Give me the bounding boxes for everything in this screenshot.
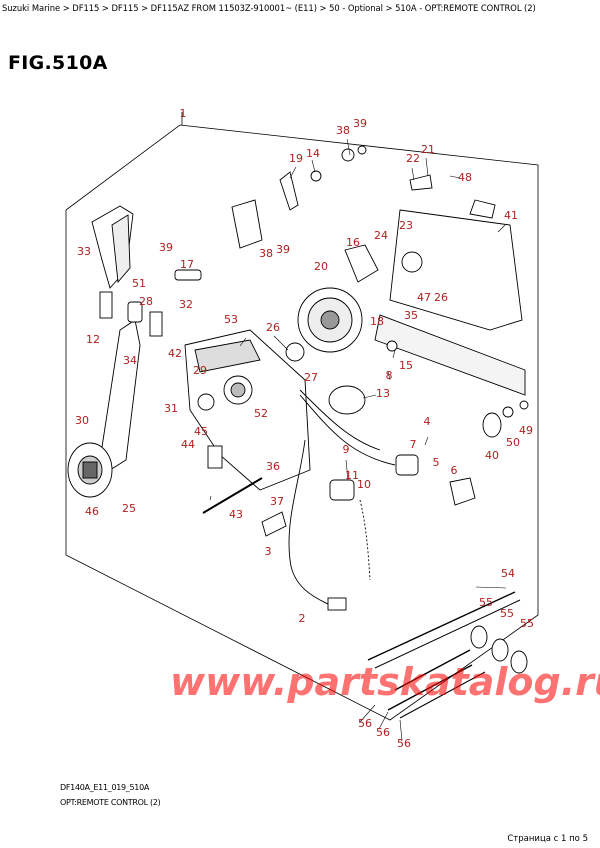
callout-17: 17 bbox=[180, 258, 194, 271]
callout-30: 30 bbox=[75, 414, 89, 427]
callout-56: 56 bbox=[358, 717, 372, 730]
callout-leaders bbox=[209, 138, 507, 742]
callout-25: 25 bbox=[122, 502, 136, 515]
callout-50: 50 bbox=[506, 436, 520, 449]
callout-8: 8 bbox=[386, 369, 393, 382]
callout-1: 1 bbox=[180, 107, 187, 120]
callout-21: 21 bbox=[421, 143, 435, 156]
callout-36: 36 bbox=[266, 460, 280, 473]
callout-38b: 38 bbox=[259, 247, 273, 260]
callout-2: 2 bbox=[299, 612, 306, 625]
callout-37: 37 bbox=[270, 495, 284, 508]
diagram-code: DF140A_E11_019_510A bbox=[60, 783, 150, 792]
diagram-name: OPT:REMOTE CONTROL (2) bbox=[60, 798, 161, 807]
callout-39b: 39 bbox=[159, 241, 173, 254]
callout-24: 24 bbox=[374, 229, 388, 242]
callout-27: 27 bbox=[304, 371, 318, 384]
callout-39: 39 bbox=[353, 117, 367, 130]
callout-13: 13 bbox=[376, 387, 390, 400]
callout-18: 18 bbox=[370, 315, 384, 328]
callout-51: 51 bbox=[132, 277, 146, 290]
callout-46: 46 bbox=[85, 505, 99, 518]
callout-43: 43 bbox=[229, 508, 243, 521]
callout-3: 3 bbox=[265, 545, 272, 558]
callout-55: 55 bbox=[479, 596, 493, 609]
callout-29: 29 bbox=[193, 364, 207, 377]
callout-15: 15 bbox=[399, 359, 413, 372]
figure-title: FIG.510A bbox=[8, 52, 108, 74]
callout-31: 31 bbox=[164, 402, 178, 415]
callout-55b: 55 bbox=[500, 607, 514, 620]
watermark: www.partskatalog.ru bbox=[170, 660, 600, 704]
callout-33: 33 bbox=[77, 245, 91, 258]
callout-28: 28 bbox=[139, 295, 153, 308]
callout-14: 14 bbox=[306, 147, 320, 160]
parts-drawing bbox=[67, 145, 529, 719]
callout-56c: 56 bbox=[397, 737, 411, 750]
callout-35: 35 bbox=[404, 309, 418, 322]
callout-48: 48 bbox=[458, 171, 472, 184]
callout-20: 20 bbox=[314, 260, 328, 273]
callout-45: 45 bbox=[194, 425, 208, 438]
callout-41: 41 bbox=[504, 209, 518, 222]
callout-labels: 1234567891011121314151617181920212223242… bbox=[75, 107, 534, 750]
callout-9: 9 bbox=[343, 443, 350, 456]
callout-26: 26 bbox=[266, 321, 280, 334]
callout-52: 52 bbox=[254, 407, 268, 420]
breadcrumb[interactable]: Suzuki Marine > DF115 > DF115 > DF115AZ … bbox=[2, 3, 536, 13]
callout-26b: 26 bbox=[434, 291, 448, 304]
callout-16: 16 bbox=[346, 236, 360, 249]
callout-44: 44 bbox=[181, 438, 195, 451]
callout-23: 23 bbox=[399, 219, 413, 232]
callout-38: 38 bbox=[336, 124, 350, 137]
callout-55c: 55 bbox=[520, 617, 534, 630]
callout-54: 54 bbox=[501, 567, 515, 580]
callout-40: 40 bbox=[485, 449, 499, 462]
callout-42: 42 bbox=[168, 347, 182, 360]
callout-49: 49 bbox=[519, 424, 533, 437]
callout-56b: 56 bbox=[376, 726, 390, 739]
diagram-frame bbox=[65, 112, 539, 721]
callout-6: 6 bbox=[451, 464, 458, 477]
callout-5: 5 bbox=[433, 456, 440, 469]
callout-12: 12 bbox=[86, 333, 100, 346]
callout-7: 7 bbox=[410, 438, 417, 451]
callout-19: 19 bbox=[289, 152, 303, 165]
callout-47: 47 bbox=[417, 291, 431, 304]
page-info: Страница с 1 по 5 bbox=[507, 834, 588, 844]
callout-22: 22 bbox=[406, 152, 420, 165]
callout-39c: 39 bbox=[276, 243, 290, 256]
callout-53: 53 bbox=[224, 313, 238, 326]
callout-34: 34 bbox=[123, 354, 137, 367]
callout-11: 11 bbox=[345, 469, 359, 482]
callout-32: 32 bbox=[179, 298, 193, 311]
callout-4: 4 bbox=[424, 415, 431, 428]
callout-10: 10 bbox=[357, 478, 371, 491]
